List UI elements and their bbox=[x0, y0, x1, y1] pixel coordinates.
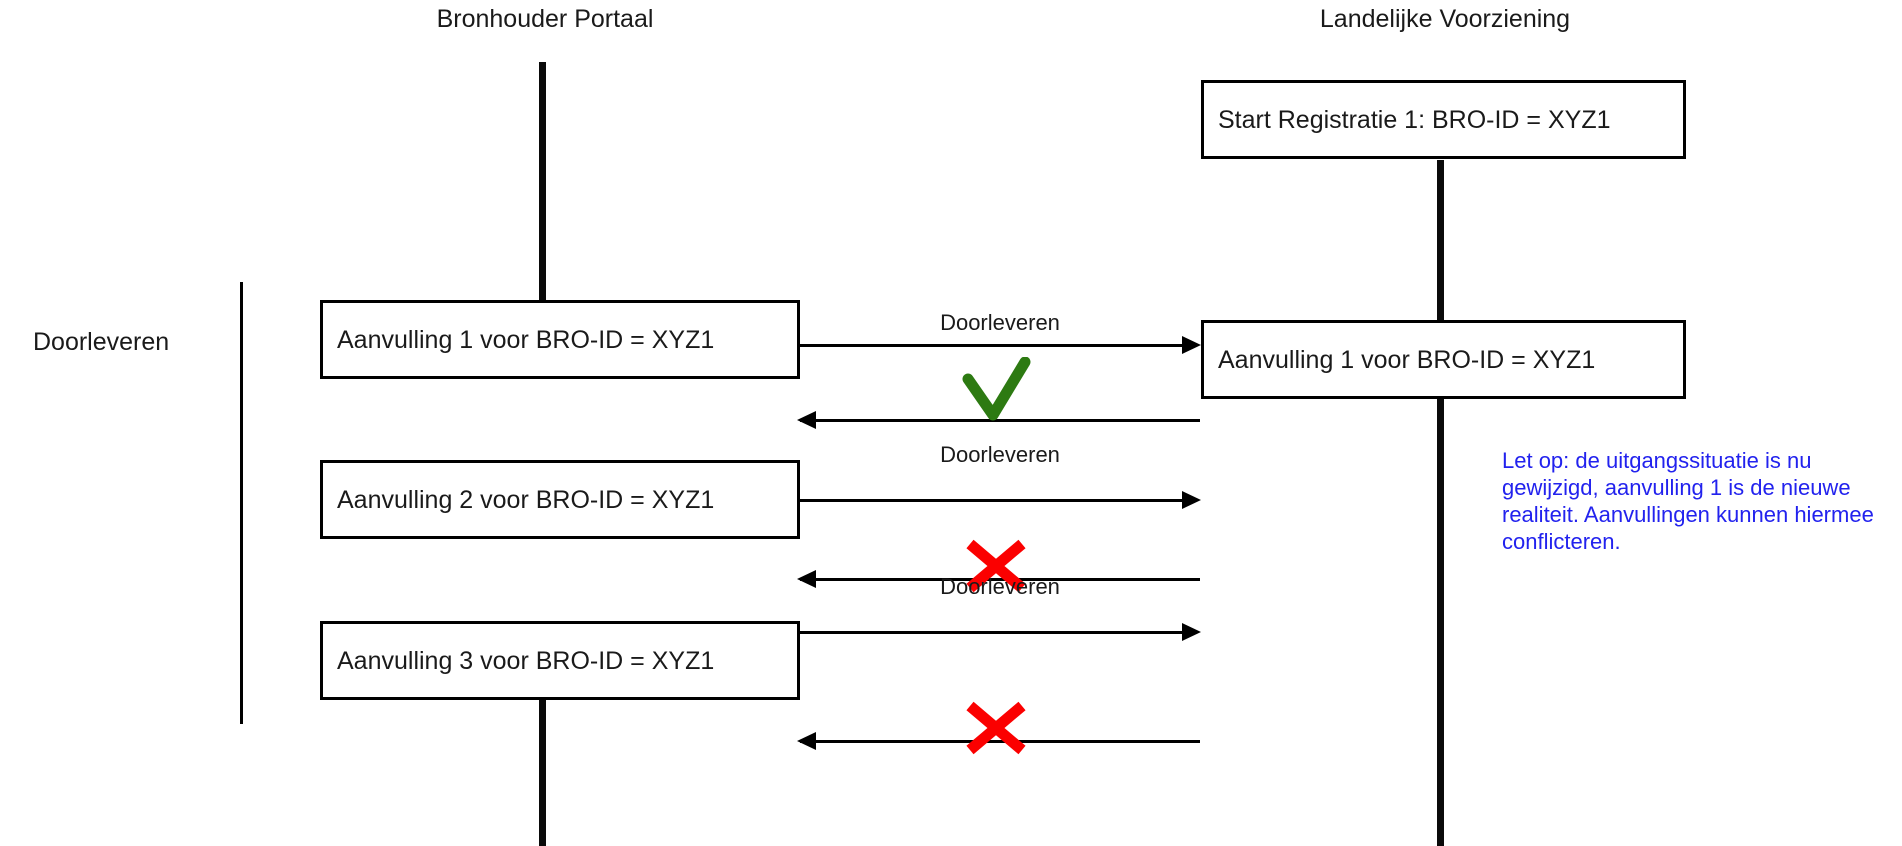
lifeline-bronhouder-portaal-lower bbox=[539, 700, 546, 846]
arrow-head-msg-3-request bbox=[1182, 623, 1201, 641]
arrow-label-msg-1-request: Doorleveren bbox=[940, 310, 1060, 335]
arrow-line-msg-2-response bbox=[800, 578, 1200, 581]
lifeline-landelijke-voorziening-lower bbox=[1437, 398, 1444, 846]
lifeline-landelijke-voorziening-upper bbox=[1437, 160, 1444, 320]
annotation-note: Let op: de uitgangssituatie is nu gewijz… bbox=[1502, 448, 1874, 554]
cross-mark-icon-2 bbox=[962, 538, 1030, 594]
arrow-line-msg-1-request bbox=[800, 344, 1185, 347]
lane-title-bronhouder-portaal: Bronhouder Portaal bbox=[436, 5, 654, 33]
lifeline-bronhouder-portaal-upper bbox=[539, 62, 546, 302]
box-aanvulling-3-left-label: Aanvulling 3 voor BRO-ID = XYZ1 bbox=[337, 646, 715, 675]
arrow-head-msg-1-response bbox=[797, 411, 816, 429]
arrow-head-msg-1-request bbox=[1182, 336, 1201, 354]
box-aanvulling-1-left-label: Aanvulling 1 voor BRO-ID = XYZ1 bbox=[337, 325, 715, 354]
box-aanvulling-1-right-label: Aanvulling 1 voor BRO-ID = XYZ1 bbox=[1218, 345, 1596, 374]
box-aanvulling-2-left[interactable]: Aanvulling 2 voor BRO-ID = XYZ1 bbox=[320, 460, 800, 539]
lane-title-landelijke-voorziening: Landelijke Voorziening bbox=[1319, 5, 1571, 33]
arrow-line-msg-2-request bbox=[800, 499, 1185, 502]
cross-mark-icon-3 bbox=[962, 700, 1030, 756]
arrow-line-msg-3-request bbox=[800, 631, 1185, 634]
arrow-line-msg-1-response bbox=[800, 419, 1200, 422]
group-bracket-doorleveren bbox=[240, 282, 243, 724]
box-aanvulling-1-right[interactable]: Aanvulling 1 voor BRO-ID = XYZ1 bbox=[1201, 320, 1686, 399]
box-start-registratie-label: Start Registratie 1: BRO-ID = XYZ1 bbox=[1218, 105, 1611, 134]
arrow-label-msg-3-request: Doorleveren bbox=[940, 574, 1060, 599]
arrow-head-msg-2-response bbox=[797, 570, 816, 588]
arrow-line-msg-3-response bbox=[800, 740, 1200, 743]
check-mark-icon bbox=[960, 357, 1036, 423]
arrow-head-msg-3-response bbox=[797, 732, 816, 750]
box-aanvulling-3-left[interactable]: Aanvulling 3 voor BRO-ID = XYZ1 bbox=[320, 621, 800, 700]
box-aanvulling-2-left-label: Aanvulling 2 voor BRO-ID = XYZ1 bbox=[337, 485, 715, 514]
group-label-doorleveren: Doorleveren bbox=[33, 328, 170, 356]
box-start-registratie[interactable]: Start Registratie 1: BRO-ID = XYZ1 bbox=[1201, 80, 1686, 159]
arrow-head-msg-2-request bbox=[1182, 491, 1201, 509]
box-aanvulling-1-left[interactable]: Aanvulling 1 voor BRO-ID = XYZ1 bbox=[320, 300, 800, 379]
arrow-label-msg-2-request: Doorleveren bbox=[940, 442, 1060, 467]
